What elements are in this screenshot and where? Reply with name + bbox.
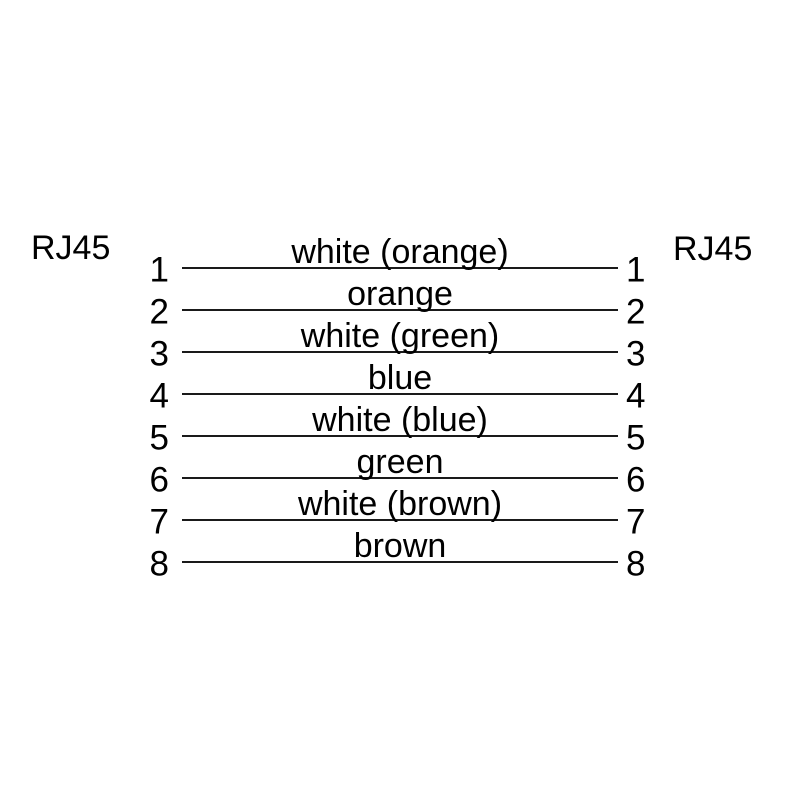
left-pin-number: 8 [149,544,169,584]
right-pin-number: 8 [626,544,646,584]
wire-line [182,435,618,437]
wire-line [182,351,618,353]
left-pin-number: 2 [149,292,169,332]
wire-color-label: brown [353,527,447,565]
wire-line [182,561,618,563]
wire-line [182,477,618,479]
right-pin-number: 4 [626,376,646,416]
left-pin-number: 5 [149,418,169,458]
left-pin-number: 3 [149,334,169,374]
wire-color-label: white (green) [300,317,500,355]
wire-line [182,393,618,395]
wire-color-label: orange [347,275,453,313]
right-pin-number: 7 [626,502,646,542]
wire-color-label: white (blue) [312,401,488,439]
right-pin-number: 6 [626,460,646,500]
wire-color-label: green [356,443,444,481]
wire-color-label: white (orange) [291,233,509,271]
left-pin-number: 7 [149,502,169,542]
wire-line [182,267,618,269]
wire-line [182,309,618,311]
left-pin-number: 6 [149,460,169,500]
right-connector-label: RJ45 [673,230,753,268]
wire-color-label: white (brown) [297,485,503,523]
left-connector-label: RJ45 [31,229,111,267]
right-pin-number: 3 [626,334,646,374]
wire-line [182,519,618,521]
right-pin-number: 5 [626,418,646,458]
right-pin-number: 2 [626,292,646,332]
left-pin-number: 1 [149,250,169,290]
right-pin-number: 1 [626,250,646,290]
wire-color-label: blue [367,359,433,397]
left-pin-number: 4 [149,376,169,416]
